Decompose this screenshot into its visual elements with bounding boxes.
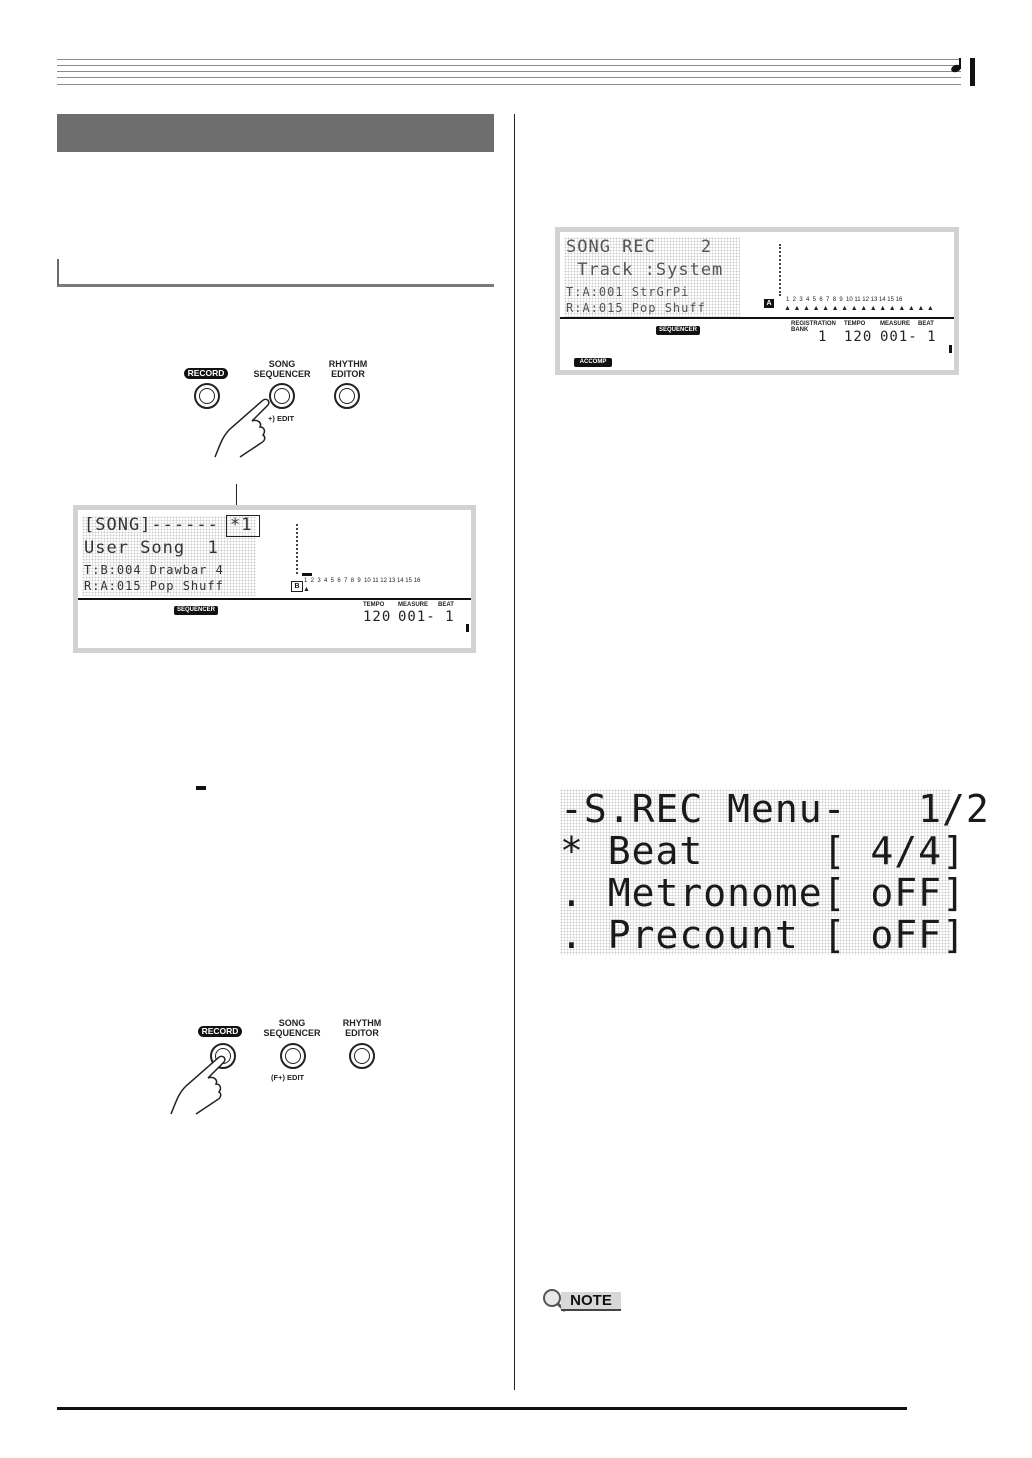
rhythm-editor-button[interactable] <box>349 1043 375 1069</box>
rhythm-editor-label: RHYTHM EDITOR <box>328 359 368 379</box>
pointing-hand-icon <box>170 1055 226 1115</box>
bank-value: 1 <box>818 329 828 345</box>
meter-symbol <box>196 786 206 790</box>
header-staff <box>57 59 961 85</box>
header-end-bar <box>970 58 975 86</box>
track-markers: ▲▲▲▲▲▲▲▲▲▲▲▲▲▲▲▲ <box>784 305 937 312</box>
lcd-row-1: [SONG]------ *1 <box>84 515 253 535</box>
menu-title: -S.REC Menu- 1/2 <box>560 787 990 831</box>
record-button[interactable] <box>194 383 220 409</box>
edit-label: +) EDIT <box>268 414 295 423</box>
note-badge: NOTE <box>541 1287 623 1313</box>
lcd-song-screen: [SONG]------ *1 User Song 1 T:B:004 Draw… <box>73 505 476 653</box>
track-numbers: 1 2 3 4 5 6 7 8 9 10 11 12 13 14 15 16 <box>304 578 421 584</box>
lcd-row-2: Track :System <box>566 260 724 280</box>
lcd-row-4: R:A:015 Pop Shuff <box>84 579 224 593</box>
tempo-value: 120 <box>363 609 392 625</box>
registration-bank-label: REGISTRATION BANK <box>791 321 836 333</box>
column-divider <box>514 114 515 1390</box>
song-sequencer-label: SONG SEQUENCER <box>253 359 311 379</box>
level-meter <box>779 244 783 296</box>
song-sequencer-button[interactable] <box>280 1043 306 1069</box>
track-numbers: 1 2 3 4 5 6 7 8 9 10 11 12 13 14 15 16 <box>786 297 903 303</box>
level-meter <box>296 524 300 574</box>
song-sequencer-button[interactable] <box>269 383 295 409</box>
accomp-indicator: ACCOMP <box>574 358 612 367</box>
music-note-icon <box>959 58 961 69</box>
song-sequencer-label: SONG SEQUENCER <box>263 1018 321 1038</box>
record-label: RECORD <box>184 368 228 379</box>
menu-item-precount[interactable]: . Precount [ oFF] <box>560 913 966 957</box>
lcd-row-4: R:A:015 Pop Shuff <box>566 301 706 315</box>
subsection-heading <box>57 259 494 287</box>
track-tag: A <box>764 299 774 308</box>
button-panel-top: RECORD SONG SEQUENCER RHYTHM EDITOR +) E… <box>170 355 390 460</box>
pointing-hand-icon <box>214 398 270 458</box>
button-panel-bottom: RECORD SONG SEQUENCER RHYTHM EDITOR (F+)… <box>160 1016 390 1116</box>
sequencer-indicator: SEQUENCER <box>656 326 700 335</box>
menu-item-metronome[interactable]: . Metronome[ oFF] <box>560 871 966 915</box>
note-label: NOTE <box>561 1292 621 1311</box>
beat-label: BEAT <box>438 602 454 608</box>
record-label: RECORD <box>198 1026 242 1037</box>
tempo-value: 120 <box>844 329 873 345</box>
callout-line <box>236 484 237 512</box>
track-marker: ▲ <box>303 586 310 593</box>
rhythm-editor-button[interactable] <box>334 383 360 409</box>
lcd-song-rec-screen: SONG REC 2 Track :System T:A:001 StrGrPi… <box>555 227 959 375</box>
lcd-row-2: User Song 1 <box>84 538 219 558</box>
lcd-row-3: T:B:004 Drawbar 4 <box>84 563 224 577</box>
rhythm-editor-label: RHYTHM EDITOR <box>342 1018 382 1038</box>
lcd-row-1: SONG REC 2 <box>566 237 713 257</box>
callout-box <box>226 515 260 537</box>
section-heading-bar <box>57 114 494 152</box>
lcd-row-3: T:A:001 StrGrPi <box>566 285 690 299</box>
edit-label: (F+) EDIT <box>271 1073 305 1082</box>
song-rec-menu-display: -S.REC Menu- 1/2 * Beat [ 4/4] . Metrono… <box>560 789 989 955</box>
footer-rule <box>57 1407 907 1410</box>
scroll-indicator <box>466 624 469 632</box>
meter-bar <box>302 573 312 576</box>
beat-label: BEAT <box>918 321 934 327</box>
scroll-indicator <box>949 345 952 353</box>
menu-item-beat[interactable]: * Beat [ 4/4] <box>560 829 966 873</box>
tempo-label: TEMPO <box>844 321 866 327</box>
measure-beat-value: 001- 1 <box>398 609 455 625</box>
measure-label: MEASURE <box>398 602 429 608</box>
sequencer-indicator: SEQUENCER <box>174 606 218 615</box>
track-tag: B <box>291 581 303 592</box>
measure-label: MEASURE <box>880 321 911 327</box>
measure-beat-value: 001- 1 <box>880 329 937 345</box>
tempo-label: TEMPO <box>363 602 385 608</box>
